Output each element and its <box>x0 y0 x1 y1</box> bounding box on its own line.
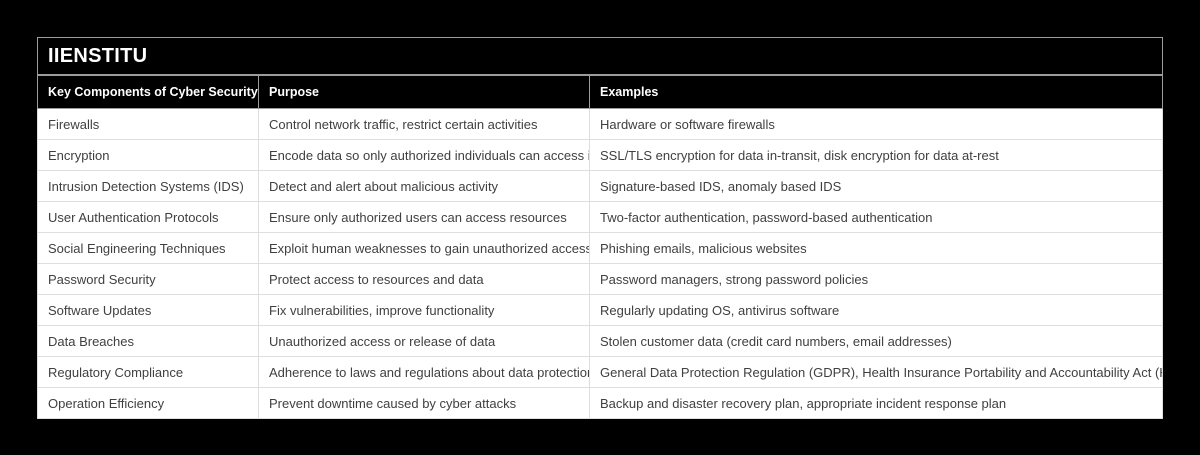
column-header-key-components: Key Components of Cyber Security <box>37 75 259 109</box>
table-cell: General Data Protection Regulation (GDPR… <box>589 356 1163 388</box>
table-cell: Data Breaches <box>37 325 259 357</box>
table-cell: Intrusion Detection Systems (IDS) <box>37 170 259 202</box>
table-cell: Password Security <box>37 263 259 295</box>
table-cell: Phishing emails, malicious websites <box>589 232 1163 264</box>
header-row: Key Components of Cyber Security Purpose… <box>37 75 1163 109</box>
table-cell: Software Updates <box>37 294 259 326</box>
table-cell: SSL/TLS encryption for data in-transit, … <box>589 139 1163 171</box>
table-cell: User Authentication Protocols <box>37 201 259 233</box>
table-cell: Firewalls <box>37 108 259 140</box>
table-cell: Unauthorized access or release of data <box>258 325 590 357</box>
cybersecurity-table: Key Components of Cyber Security Purpose… <box>37 75 1163 419</box>
table-cell: Hardware or software firewalls <box>589 108 1163 140</box>
table-cell: Adherence to laws and regulations about … <box>258 356 590 388</box>
table-cell: Two-factor authentication, password-base… <box>589 201 1163 233</box>
table-cell: Encryption <box>37 139 259 171</box>
table-cell: Stolen customer data (credit card number… <box>589 325 1163 357</box>
table-cell: Fix vulnerabilities, improve functionali… <box>258 294 590 326</box>
table-cell: Prevent downtime caused by cyber attacks <box>258 387 590 419</box>
table-cell: Backup and disaster recovery plan, appro… <box>589 387 1163 419</box>
table-cell: Exploit human weaknesses to gain unautho… <box>258 232 590 264</box>
table-cell: Operation Efficiency <box>37 387 259 419</box>
table-cell: Regulatory Compliance <box>37 356 259 388</box>
column-header-examples: Examples <box>589 75 1163 109</box>
table-cell: Detect and alert about malicious activit… <box>258 170 590 202</box>
table-cell: Control network traffic, restrict certai… <box>258 108 590 140</box>
table-title-bar: IIENSTITU <box>37 37 1163 75</box>
table-cell: Protect access to resources and data <box>258 263 590 295</box>
table-cell: Password managers, strong password polic… <box>589 263 1163 295</box>
column-header-purpose: Purpose <box>258 75 590 109</box>
table-cell: Ensure only authorized users can access … <box>258 201 590 233</box>
cybersecurity-table-panel: IIENSTITU Key Components of Cyber Securi… <box>37 37 1163 419</box>
table-row: Intrusion Detection Systems (IDS)Detect … <box>37 170 1163 202</box>
table-cell: Signature-based IDS, anomaly based IDS <box>589 170 1163 202</box>
table-cell: Social Engineering Techniques <box>37 232 259 264</box>
brand-title: IIENSTITU <box>48 44 148 67</box>
table-cell: Encode data so only authorized individua… <box>258 139 590 171</box>
table-cell: Regularly updating OS, antivirus softwar… <box>589 294 1163 326</box>
